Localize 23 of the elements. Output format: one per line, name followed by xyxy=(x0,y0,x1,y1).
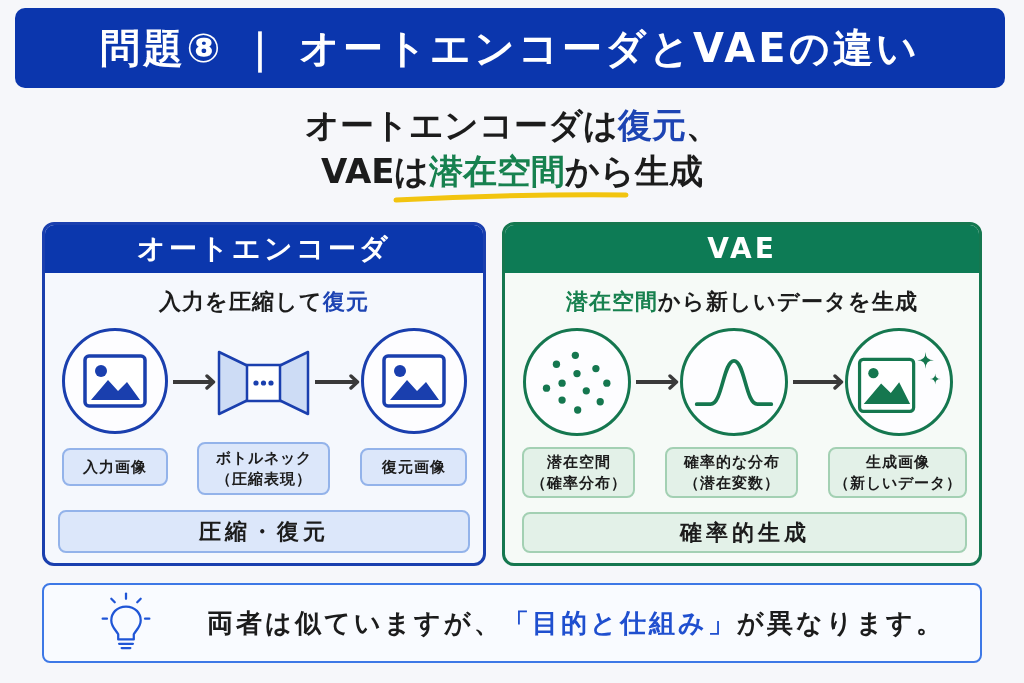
panel-header: VAE xyxy=(505,225,979,273)
note-panel xyxy=(42,583,982,663)
caption-box: 確率的な分布 （潜在変数） xyxy=(665,447,798,498)
panel-card xyxy=(502,222,982,566)
summary-bar: 確率的生成 xyxy=(522,512,967,553)
caption-box: 生成画像 （新しいデータ） xyxy=(828,447,967,498)
panel-header: オートエンコーダ xyxy=(45,225,483,273)
panel-subtitle: 潜在空間から新しいデータを生成 xyxy=(565,288,919,316)
caption-box: 復元画像 xyxy=(360,448,467,486)
title-banner: 問題⑧ ｜ オートエンコーダとVAEの違い xyxy=(15,8,1005,88)
arrow xyxy=(636,374,679,390)
note-text: 両者は似ていますが、「目的と仕組み」が異なります。 xyxy=(207,607,945,640)
arrow xyxy=(173,374,216,390)
summary-bar: 圧縮・復元 xyxy=(58,510,470,553)
subtitle: オートエンコーダは復元、VAEは潜在空間から生成 xyxy=(303,104,721,193)
panel-subtitle: 入力を圧縮して復元 xyxy=(158,288,370,316)
arrow xyxy=(315,374,360,390)
bottleneck-icon xyxy=(217,350,310,416)
panel-card xyxy=(42,222,486,566)
caption-box: ボトルネック （圧縮表現） xyxy=(197,442,330,495)
caption-box: 入力画像 xyxy=(62,448,168,486)
arrow xyxy=(793,374,844,390)
caption-box: 潜在空間 （確率分布） xyxy=(522,447,635,498)
